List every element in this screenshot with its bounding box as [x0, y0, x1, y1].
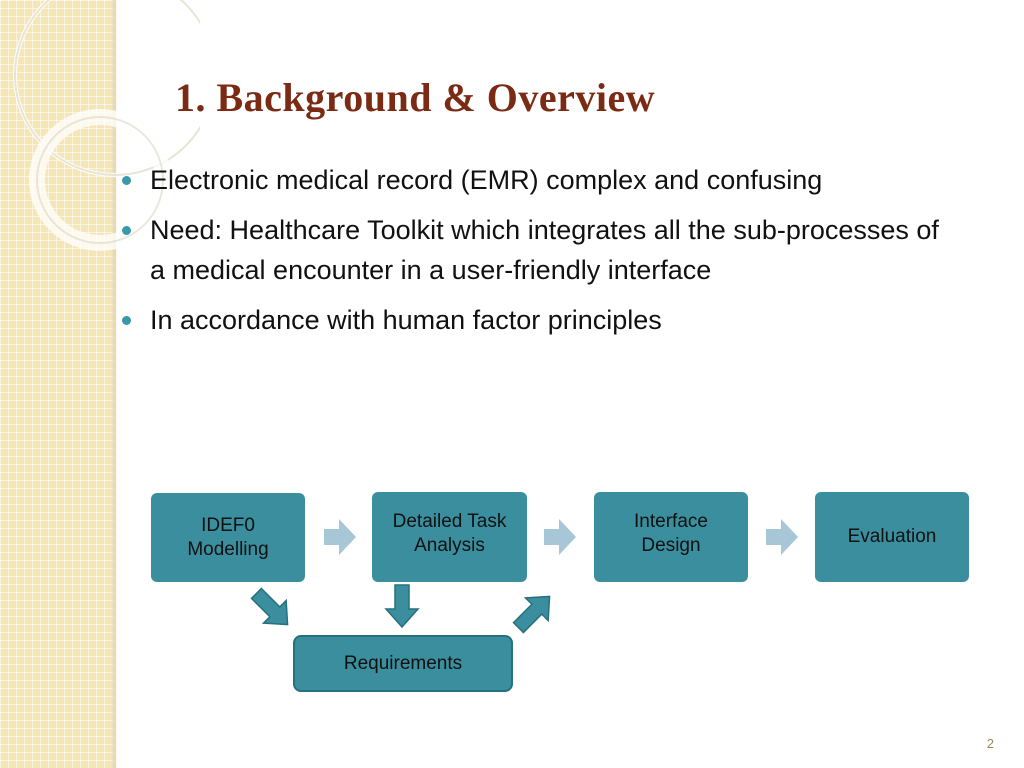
bullet-icon — [122, 316, 131, 325]
right-arrow-icon — [324, 519, 356, 555]
down-arrow-icon — [384, 584, 420, 629]
bullet-item: Need: Healthcare Toolkit which integrate… — [120, 210, 950, 290]
step-evaluation: Evaluation — [815, 492, 969, 582]
right-arrow-icon — [766, 519, 798, 555]
bullet-list: Electronic medical record (EMR) complex … — [120, 160, 950, 350]
up-right-arrow-icon — [512, 595, 551, 634]
bullet-item: Electronic medical record (EMR) complex … — [120, 160, 950, 200]
bullet-icon — [122, 226, 131, 235]
slide-title: 1. Background & Overview — [175, 75, 656, 120]
bullet-icon — [122, 176, 131, 185]
sidebar-shadow — [112, 0, 118, 768]
down-right-arrow-icon — [250, 587, 289, 626]
bullet-item: In accordance with human factor principl… — [120, 300, 950, 340]
requirements-box: Requirements — [293, 635, 513, 692]
right-arrow-icon — [544, 519, 576, 555]
page-number: 2 — [986, 736, 994, 751]
